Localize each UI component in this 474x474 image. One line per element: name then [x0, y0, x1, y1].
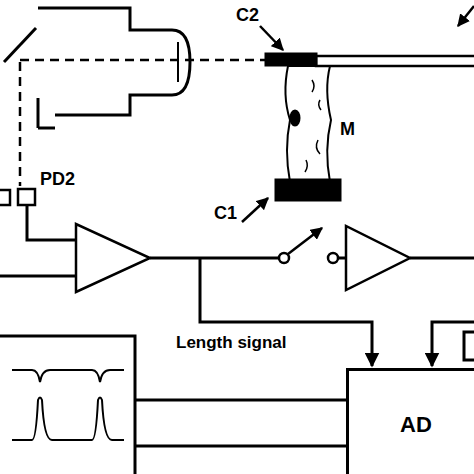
component-label: C2 [236, 6, 259, 24]
light-path [19, 62, 22, 186]
amplifier [76, 224, 150, 292]
beam-splitter [4, 28, 36, 62]
component-label: PD2 [40, 170, 75, 188]
wire [27, 205, 76, 240]
clamp [266, 54, 316, 65]
box-label: AD [400, 412, 432, 438]
wire [150, 257, 279, 260]
clamp [276, 180, 340, 200]
muscle-spot [291, 111, 299, 125]
wire [135, 399, 346, 402]
switch-lever [288, 228, 322, 254]
partial-box [464, 332, 474, 360]
converter-box: AD [346, 368, 474, 474]
lever-rod [316, 56, 474, 66]
pointer-arrow [242, 198, 268, 222]
photodiode [0, 190, 10, 205]
objective-lens [177, 42, 179, 82]
pointer-arrow [458, 6, 474, 26]
microscope-body [38, 8, 190, 115]
switch-contact [328, 253, 338, 263]
pointer-arrow [260, 26, 283, 50]
microscope-port [38, 127, 55, 130]
component-label: M [340, 120, 355, 138]
photodiode [18, 189, 35, 205]
oscilloscope-display [0, 336, 135, 474]
signal-label: Length signal [176, 334, 287, 351]
switch-contact [279, 253, 289, 263]
trace [12, 398, 124, 441]
amplifier [346, 226, 410, 290]
wire [0, 275, 76, 278]
muscle-fiber [285, 66, 331, 182]
wire [135, 445, 346, 448]
microscope-port [37, 98, 40, 128]
trace [12, 370, 124, 382]
component-label: C1 [214, 204, 237, 222]
wire [410, 257, 474, 260]
muscle-striation [305, 80, 321, 172]
